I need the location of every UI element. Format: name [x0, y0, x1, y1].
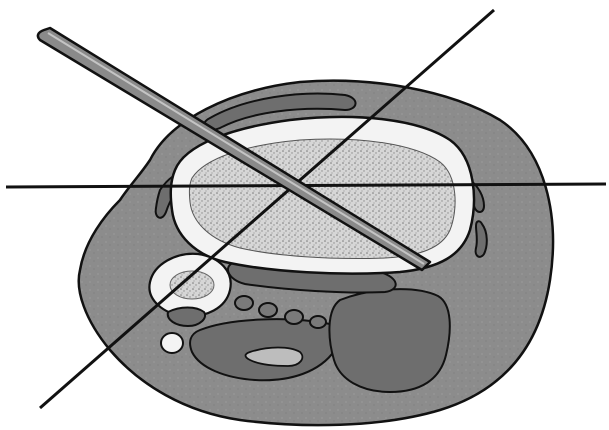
small-bone-fragment — [161, 333, 183, 353]
fascial-bands — [168, 308, 205, 327]
posterior-muscle-compartment — [329, 289, 449, 392]
